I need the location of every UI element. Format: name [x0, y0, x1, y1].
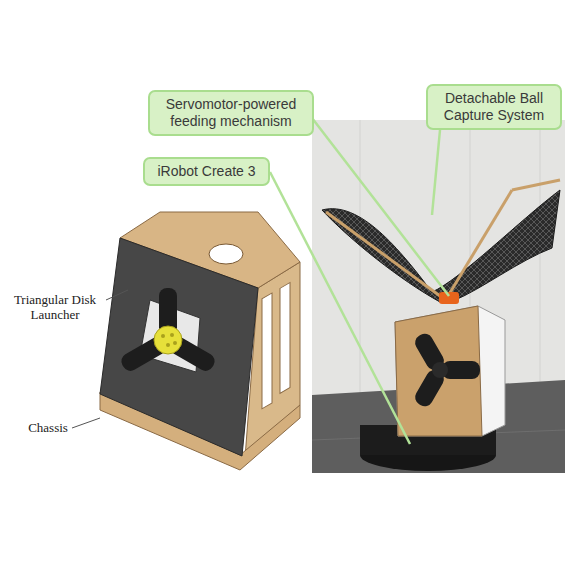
launcher-plate — [100, 238, 258, 456]
leader-line — [72, 418, 100, 428]
triangular-disk — [118, 288, 217, 374]
part-label: Chassis — [24, 420, 72, 435]
feeder — [439, 292, 459, 304]
side-slot — [280, 283, 290, 394]
top-hole — [209, 244, 243, 264]
leader-line — [106, 290, 128, 300]
leader-line — [270, 172, 410, 444]
callout-box: iRobot Create 3 — [143, 157, 270, 186]
cad-render — [72, 212, 300, 470]
part-label: Triangular Disk Launcher — [4, 292, 106, 322]
callout-box: Detachable Ball Capture System — [426, 84, 562, 130]
leader-line — [312, 118, 449, 296]
callout-text: Detachable Ball Capture System — [436, 90, 552, 124]
callout-box: Servomotor-powered feeding mechanism — [148, 90, 314, 136]
launcher-disk — [412, 331, 480, 409]
leader-line — [432, 130, 440, 215]
wall — [312, 120, 565, 473]
side-slot — [262, 293, 272, 409]
robot-housing — [395, 306, 505, 436]
callout-text: iRobot Create 3 — [153, 163, 260, 180]
callout-text: Servomotor-powered feeding mechanism — [158, 96, 304, 130]
robot-photo — [270, 118, 565, 473]
front-panel — [395, 306, 482, 436]
